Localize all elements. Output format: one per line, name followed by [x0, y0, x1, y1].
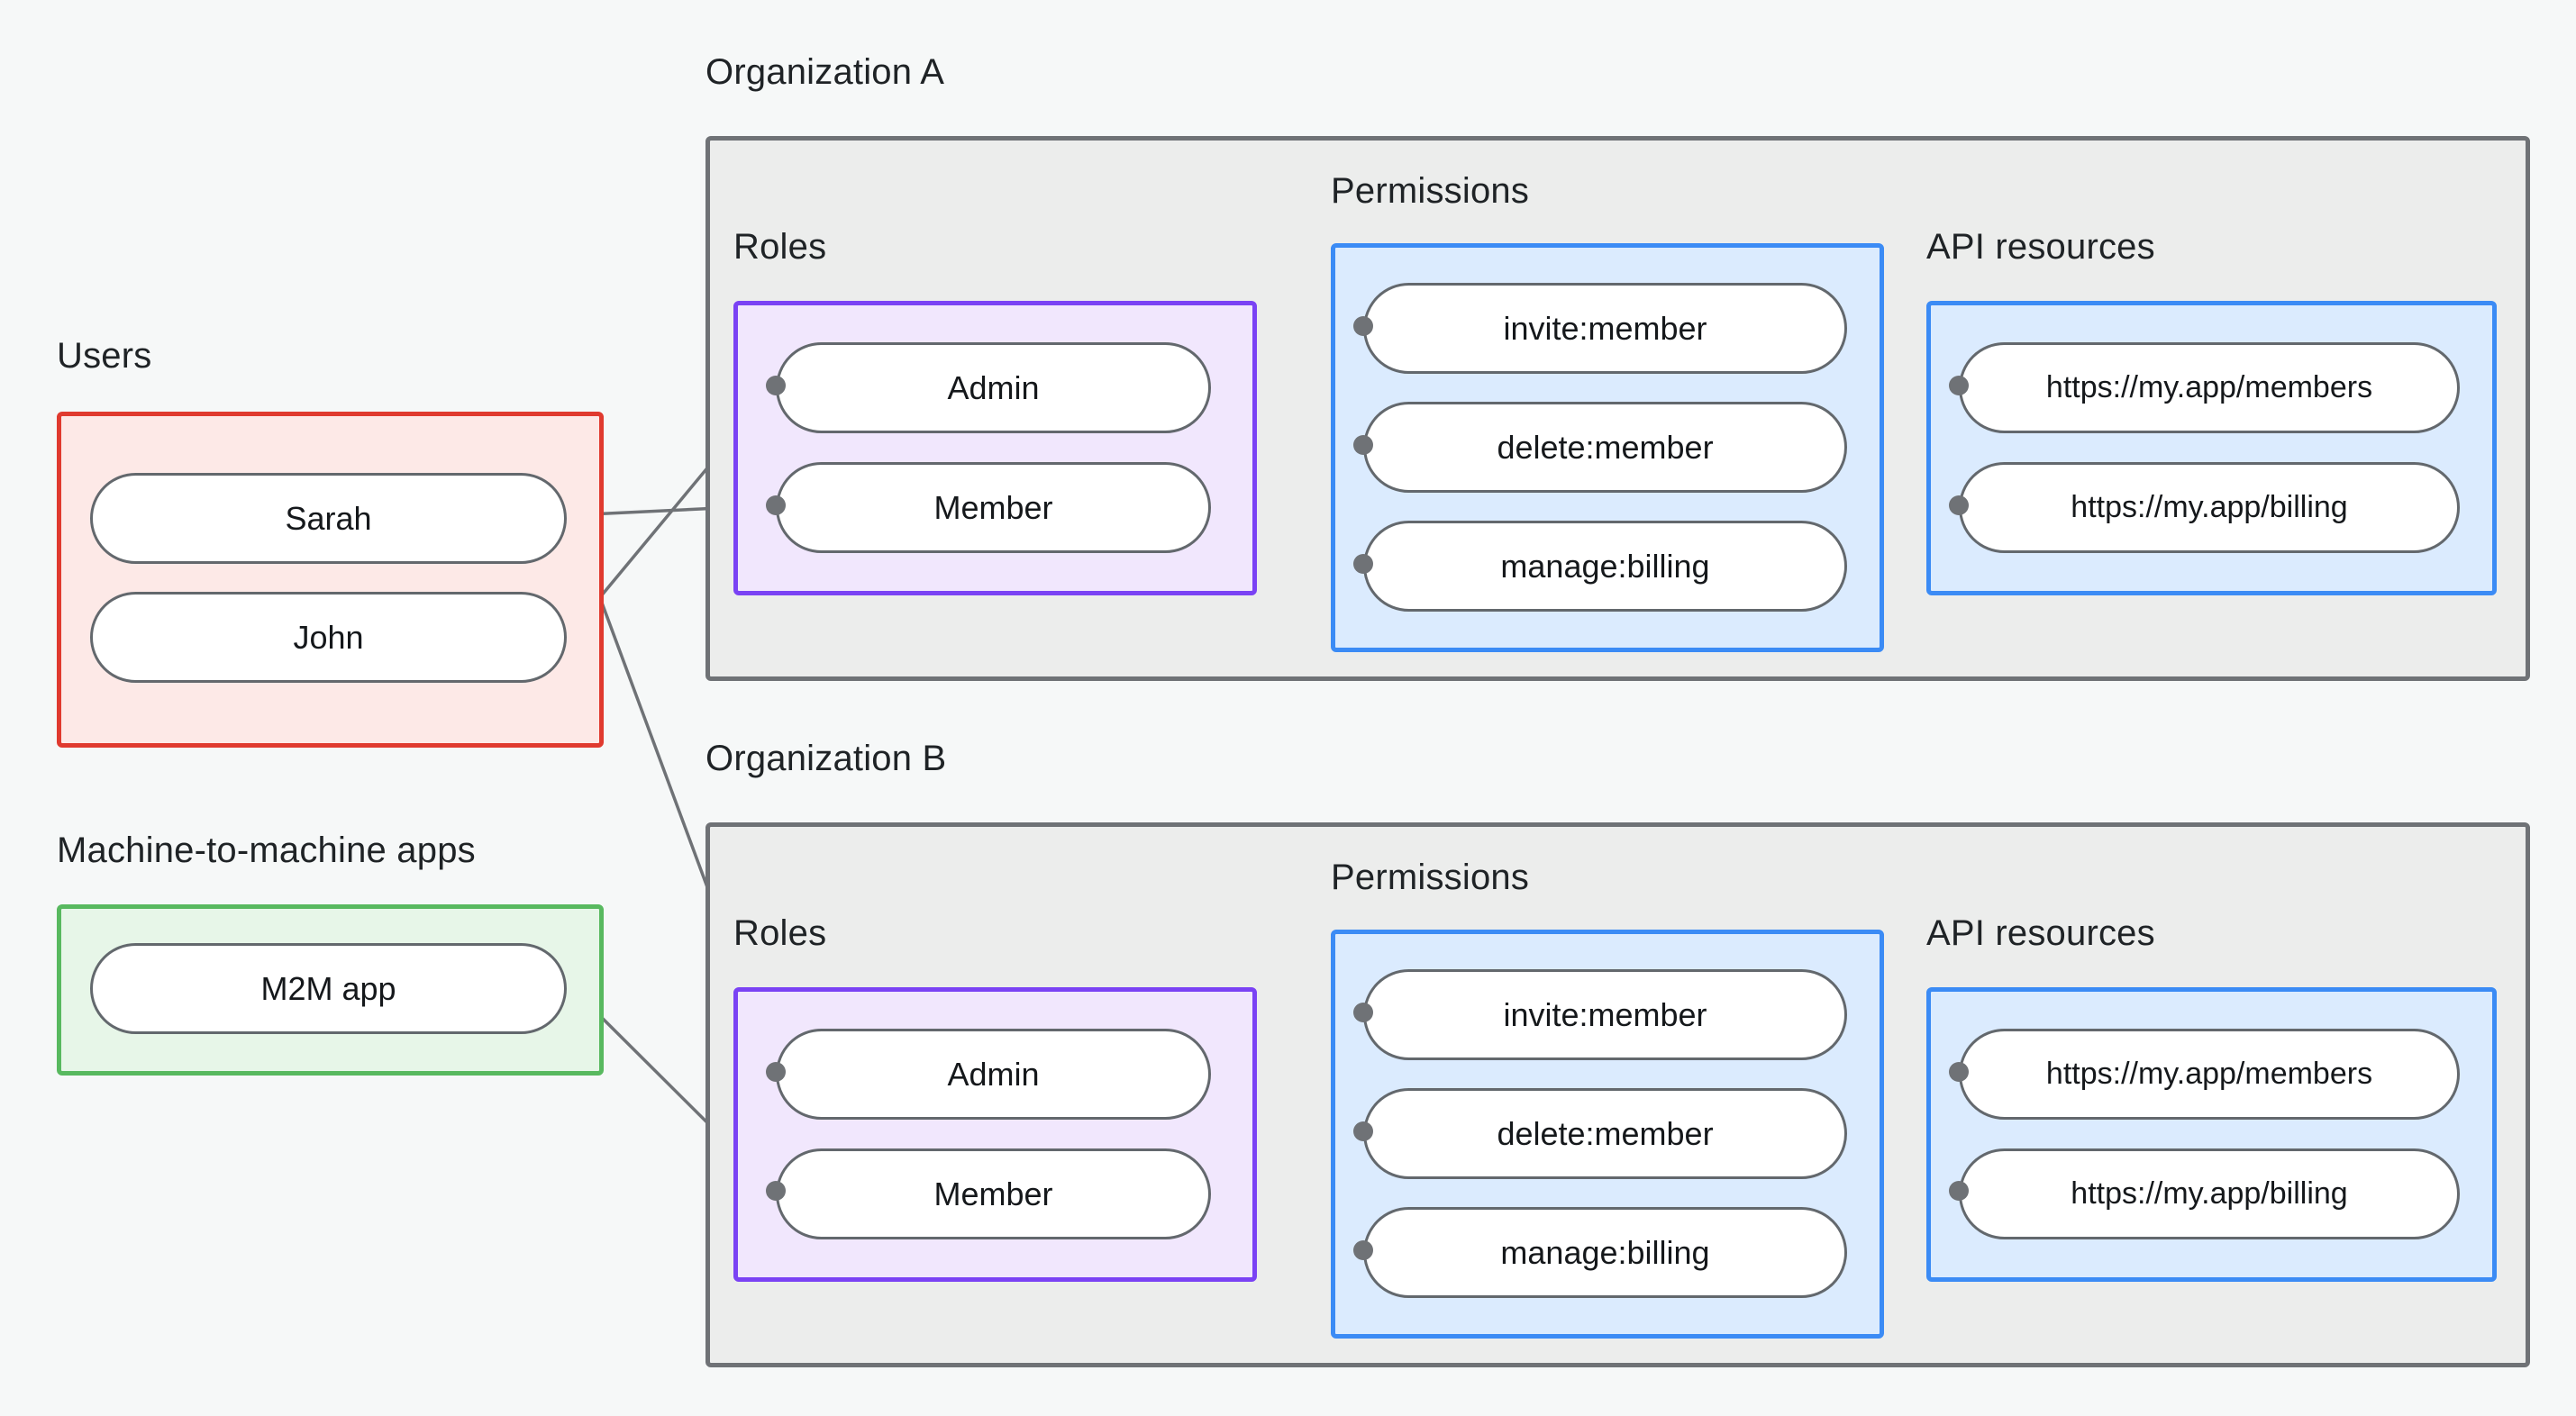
org-b-role-pill-member[interactable]: Member [776, 1148, 1211, 1239]
org-a-caption: Organization A [705, 52, 945, 92]
user-pill-john[interactable]: John [90, 592, 567, 683]
org-b-api-caption: API resources [1926, 913, 2155, 953]
org-b-role-pill-admin[interactable]: Admin [776, 1029, 1211, 1120]
org-a-role-pill-member[interactable]: Member [776, 462, 1211, 553]
org-b-permission-pill-delete-member[interactable]: delete:member [1363, 1088, 1847, 1179]
org-a-permission-pill-manage-billing[interactable]: manage:billing [1363, 521, 1847, 612]
org-b-permission-pill-invite-member[interactable]: invite:member [1363, 969, 1847, 1060]
org-a-api-caption: API resources [1926, 227, 2155, 267]
org-a-roles-caption: Roles [733, 227, 827, 267]
users-group [57, 412, 604, 748]
m2m-caption: Machine-to-machine apps [57, 831, 476, 870]
user-pill-sarah[interactable]: Sarah [90, 473, 567, 564]
org-b-permission-pill-manage-billing[interactable]: manage:billing [1363, 1207, 1847, 1298]
org-b-roles-caption: Roles [733, 913, 827, 953]
m2m-pill-app[interactable]: M2M app [90, 943, 567, 1034]
org-b-api-pill-billing[interactable]: https://my.app/billing [1959, 1148, 2460, 1239]
org-b-permissions-caption: Permissions [1331, 858, 1530, 897]
org-a-role-pill-admin[interactable]: Admin [776, 342, 1211, 433]
org-a-permissions-caption: Permissions [1331, 171, 1530, 211]
org-a-permission-pill-delete-member[interactable]: delete:member [1363, 402, 1847, 493]
org-a-api-pill-members[interactable]: https://my.app/members [1959, 342, 2460, 433]
org-a-permission-pill-invite-member[interactable]: invite:member [1363, 283, 1847, 374]
org-b-caption: Organization B [705, 739, 947, 778]
org-a-api-pill-billing[interactable]: https://my.app/billing [1959, 462, 2460, 553]
users-caption: Users [57, 336, 152, 376]
org-b-api-pill-members[interactable]: https://my.app/members [1959, 1029, 2460, 1120]
